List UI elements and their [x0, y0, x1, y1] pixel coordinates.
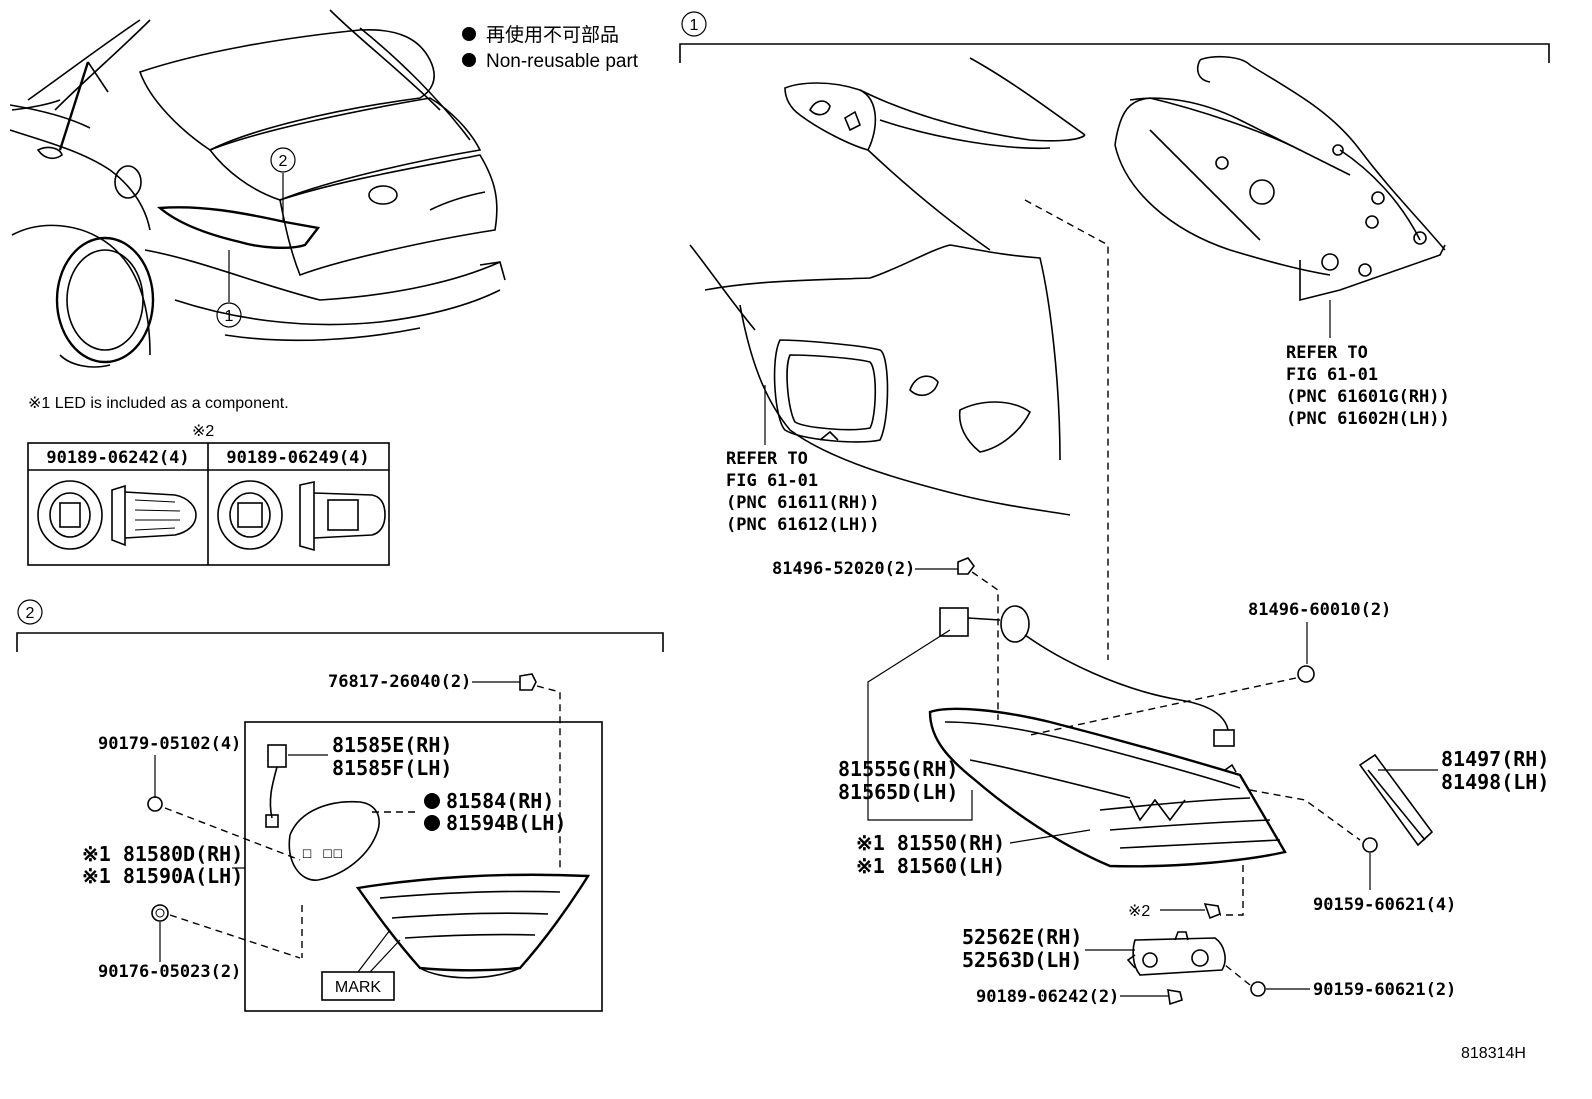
svg-text:1: 1 — [690, 17, 699, 34]
part-81555g-socket: 81555G(RH) 81565D(LH) — [838, 605, 1235, 821]
part-90179-05102: 90179-05102(4) — [98, 734, 301, 861]
part-90159-60621-4: 90159-60621(4) — [1313, 837, 1456, 915]
part-star2-screw: ※2 — [1128, 903, 1221, 920]
label-81496-52020: 81496-52020(2) — [772, 559, 915, 579]
car-callout-1: 1 — [216, 250, 242, 328]
label-81590a: ※1 81590A(LH) — [82, 864, 243, 888]
label-81594b: 81594B(LH) — [446, 811, 566, 835]
label-81585e: 81585E(RH) — [332, 733, 452, 757]
svg-text:1: 1 — [225, 308, 234, 325]
label-52563d: 52563D(LH) — [962, 948, 1082, 972]
label-81497: 81497(RH) — [1441, 747, 1549, 771]
screw-col2-label: 90189-06249(4) — [226, 448, 369, 468]
body-panel-drawing — [689, 57, 1086, 516]
car-callout-2: 2 — [270, 147, 296, 222]
svg-text:FIG 61-01: FIG 61-01 — [726, 471, 818, 491]
label-81565d: 81565D(LH) — [838, 780, 958, 804]
non-reusable-dot-icon — [462, 53, 476, 67]
part-76817-26040: 76817-26040(2) — [328, 672, 561, 870]
label-81496-60010: 81496-60010(2) — [1248, 600, 1391, 620]
svg-text:2: 2 — [279, 153, 288, 170]
part-81496-60010: 81496-60010(2) — [1029, 600, 1391, 736]
screw-table-header: ※2 — [192, 423, 214, 440]
mark-label: MARK — [321, 929, 401, 1001]
svg-text:☐ ☐☐: ☐ ☐☐ — [302, 843, 343, 863]
svg-text:2: 2 — [26, 605, 35, 622]
svg-text:FIG 61-01: FIG 61-01 — [1286, 365, 1378, 385]
part-90159-60621-2: 90159-60621(2) — [1224, 964, 1456, 1000]
part-81496-52020: 81496-52020(2) — [772, 557, 999, 720]
part-52562e-bracket: 52562E(RH) 52563D(LH) — [962, 925, 1226, 976]
svg-text:(PNC 61602H(LH)): (PNC 61602H(LH)) — [1286, 409, 1450, 429]
svg-text:(PNC 61612(LH)): (PNC 61612(LH)) — [726, 515, 880, 535]
part-81497-reflector: 81497(RH) 81498(LH) — [1358, 747, 1549, 847]
non-reusable-dot-icon — [462, 27, 476, 41]
screw-06249-drawing — [217, 480, 386, 552]
svg-text:(PNC 61611(RH)): (PNC 61611(RH)) — [726, 493, 880, 513]
screw-06242-drawing — [37, 480, 197, 550]
label-81580d: ※1 81580D(RH) — [82, 842, 243, 866]
refer-to-left: REFER TO FIG 61-01 (PNC 61611(RH)) (PNC … — [726, 385, 880, 535]
non-reusable-dot-icon — [424, 793, 440, 809]
svg-text:MARK: MARK — [335, 979, 382, 996]
label-90159-60621-2: 90159-60621(2) — [1313, 980, 1456, 1000]
non-reusable-dot-icon — [424, 815, 440, 831]
svg-text:REFER TO: REFER TO — [1286, 343, 1368, 363]
part-81584-gasket: ☐ ☐☐ 81584(RH) 81594B(LH) — [288, 789, 566, 881]
legend-jp: 再使用不可部品 — [486, 24, 619, 46]
screw-col1-label: 90189-06242(4) — [46, 448, 189, 468]
label-90189-06242-2: 90189-06242(2) — [976, 987, 1119, 1007]
part-90176-05023: 90176-05023(2) — [98, 904, 301, 982]
label-81560: ※1 81560(LH) — [856, 854, 1005, 878]
label-81498: 81498(LH) — [1441, 770, 1549, 794]
car-rear-overview-drawing — [9, 9, 506, 368]
section-2-bracket: 2 — [16, 599, 664, 652]
label-52562e: 52562E(RH) — [962, 925, 1082, 949]
label-81550: ※1 81550(RH) — [856, 831, 1005, 855]
label-81585f: 81585F(LH) — [332, 756, 452, 780]
non-reusable-legend: 再使用不可部品 Non-reusable part — [462, 24, 639, 72]
part-81585-socket: 81585E(RH) 81585F(LH) — [265, 733, 452, 828]
legend-en: Non-reusable part — [486, 51, 639, 72]
screw-table: ※2 90189-06242(4) 90189-06249(4) — [27, 423, 390, 566]
label-star2: ※2 — [1128, 903, 1150, 920]
inner-panel-drawing — [1114, 55, 1446, 338]
label-90179-05102: 90179-05102(4) — [98, 734, 241, 754]
svg-text:(PNC 61601G(RH)): (PNC 61601G(RH)) — [1286, 387, 1450, 407]
led-note: ※1 LED is included as a component. — [28, 395, 289, 412]
part-81580-inner-lamp: ※1 81580D(RH) ※1 81590A(LH) — [82, 842, 591, 979]
part-90189-06242-2: 90189-06242(2) — [976, 987, 1183, 1007]
assembly-dash-line — [1024, 199, 1109, 660]
label-90176-05023: 90176-05023(2) — [98, 962, 241, 982]
section-1-bracket: 1 — [679, 11, 1550, 63]
refer-to-top: REFER TO FIG 61-01 (PNC 61601G(RH)) (PNC… — [1286, 343, 1450, 429]
svg-text:REFER TO: REFER TO — [726, 449, 808, 469]
label-90159-60621-4: 90159-60621(4) — [1313, 895, 1456, 915]
label-81555g: 81555G(RH) — [838, 757, 958, 781]
label-76817-26040: 76817-26040(2) — [328, 672, 471, 692]
figure-code: 818314H — [1461, 1045, 1526, 1062]
section-2-inner-box — [244, 721, 603, 1012]
label-81584: 81584(RH) — [446, 789, 554, 813]
part-81550-tail-lamp: ※1 81550(RH) ※1 81560(LH) — [856, 707, 1361, 916]
